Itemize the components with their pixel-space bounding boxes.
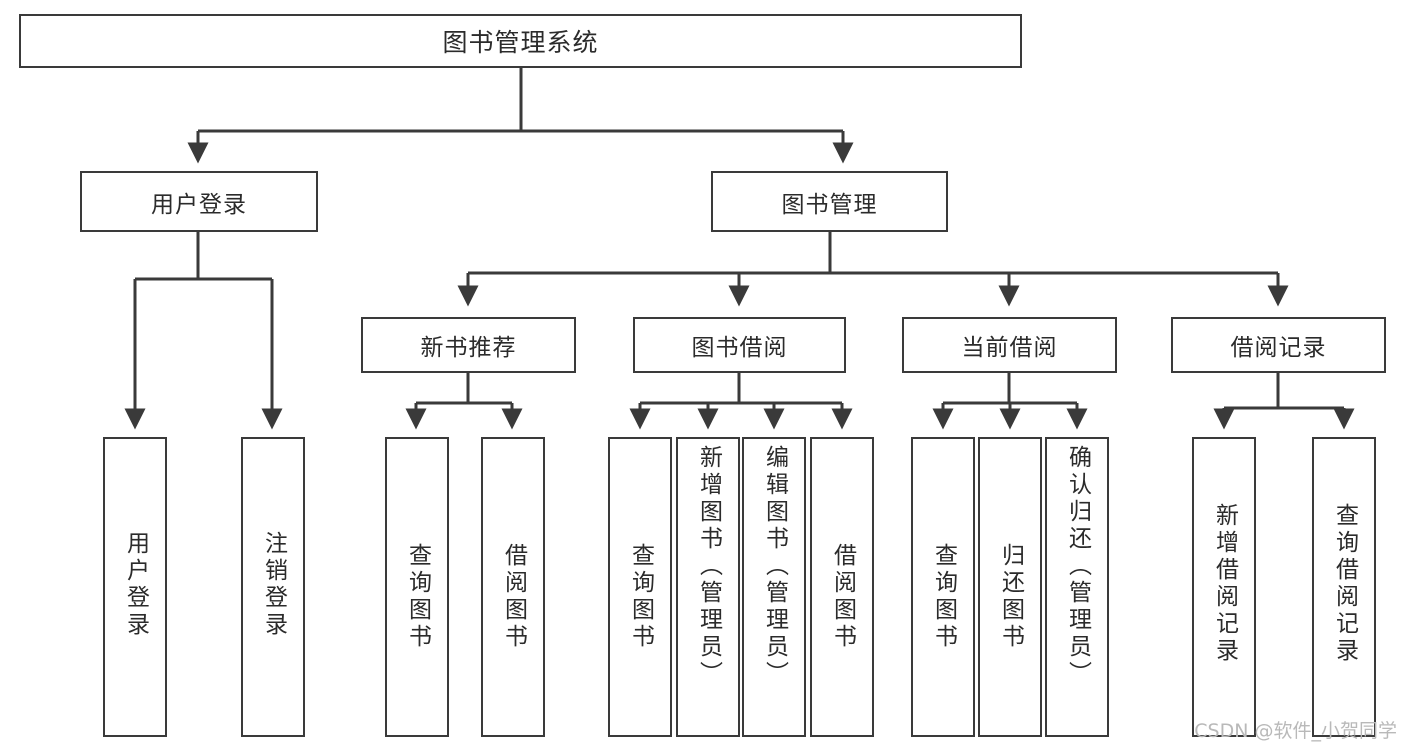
leaf-add-borrow-record[interactable]: 新增借阅记录 <box>1192 437 1256 737</box>
node-book-management[interactable]: 图书管理 <box>711 171 948 232</box>
node-label: 确认归还（管理员） <box>1064 445 1091 688</box>
node-label: 借阅图书 <box>500 543 527 651</box>
node-label: 查询图书 <box>404 543 431 651</box>
leaf-borrow-book[interactable]: 借阅图书 <box>810 437 874 737</box>
node-label: 编辑图书（管理员） <box>761 445 788 688</box>
node-label: 借阅记录 <box>1230 335 1327 361</box>
node-label: 查询图书 <box>627 543 654 651</box>
node-label: 查询图书 <box>930 543 957 651</box>
leaf-user-login[interactable]: 用户登录 <box>103 437 167 737</box>
leaf-logout[interactable]: 注销登录 <box>241 437 305 737</box>
node-label: 注销登录 <box>260 531 287 639</box>
leaf-query-borrow-record[interactable]: 查询借阅记录 <box>1312 437 1376 737</box>
node-label: 用户登录 <box>151 191 247 218</box>
node-label: 图书管理 <box>781 191 878 218</box>
node-label: 归还图书 <box>997 543 1024 651</box>
node-root-system[interactable]: 图书管理系统 <box>19 14 1022 68</box>
watermark-text: CSDN @软件_小贺同学 <box>1194 720 1397 742</box>
node-borrow-records[interactable]: 借阅记录 <box>1171 317 1386 373</box>
node-book-borrow[interactable]: 图书借阅 <box>633 317 846 373</box>
node-label: 新增图书（管理员） <box>695 445 722 688</box>
leaf-borrow-query-book[interactable]: 查询图书 <box>608 437 672 737</box>
leaf-recommend-borrow-book[interactable]: 借阅图书 <box>481 437 545 737</box>
node-label: 新书推荐 <box>420 335 517 361</box>
leaf-recommend-query-book[interactable]: 查询图书 <box>385 437 449 737</box>
node-label: 图书借阅 <box>691 335 788 361</box>
node-label: 图书管理系统 <box>442 28 599 57</box>
leaf-current-query-book[interactable]: 查询图书 <box>911 437 975 737</box>
node-label: 借阅图书 <box>829 543 856 651</box>
node-label: 新增借阅记录 <box>1211 503 1238 665</box>
leaf-confirm-return-admin[interactable]: 确认归还（管理员） <box>1045 437 1109 737</box>
leaf-add-book-admin[interactable]: 新增图书（管理员） <box>676 437 740 737</box>
node-label: 用户登录 <box>122 531 149 639</box>
node-new-book-recommend[interactable]: 新书推荐 <box>361 317 576 373</box>
node-label: 当前借阅 <box>961 335 1058 361</box>
node-user-login[interactable]: 用户登录 <box>80 171 318 232</box>
node-label: 查询借阅记录 <box>1331 503 1358 665</box>
node-current-borrow[interactable]: 当前借阅 <box>902 317 1117 373</box>
leaf-edit-book-admin[interactable]: 编辑图书（管理员） <box>742 437 806 737</box>
leaf-return-book[interactable]: 归还图书 <box>978 437 1042 737</box>
